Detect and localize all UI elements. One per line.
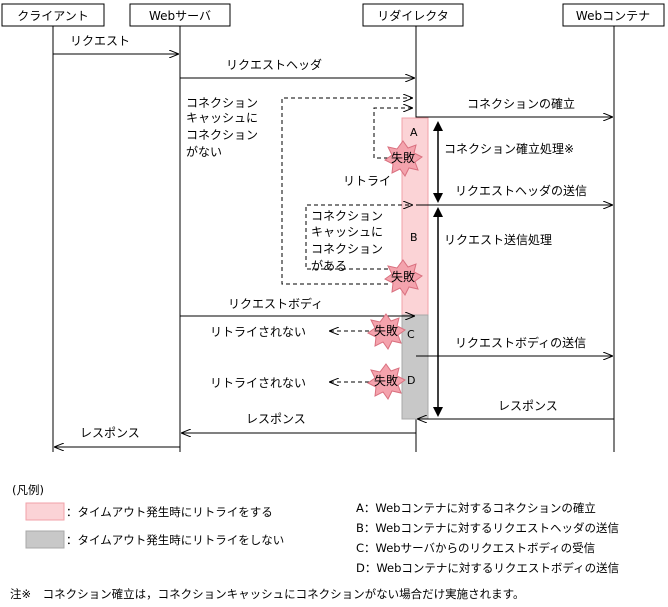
dashed-no-cache-loop	[281, 98, 412, 285]
actor-client: クライアント	[1, 3, 105, 27]
legend-no-retry-swatch	[25, 530, 65, 549]
label-header-send: リクエストヘッダの送信	[455, 183, 587, 198]
no-retry-phase-bar	[401, 314, 429, 420]
legend-c: C：Webサーバからのリクエストボディの受信	[356, 541, 595, 555]
label-request: リクエスト	[70, 34, 130, 48]
phase-d-label: D	[407, 374, 415, 387]
failure-label-4: 失敗	[374, 373, 398, 388]
failure-burst-1: 失敗	[384, 140, 423, 177]
footnote: 注※ コネクション確立は，コネクションキャッシュにコネクションがない場合だけ実施…	[10, 587, 524, 601]
actor-web-server-label: Webサーバ	[149, 9, 211, 23]
no-cache-line-1: コネクション	[186, 96, 258, 110]
label-response-webserver: レスポンス	[80, 426, 140, 440]
has-cache-line-4: がある	[311, 258, 347, 273]
has-cache-line-3: コネクション	[311, 242, 383, 256]
actor-client-label: クライアント	[17, 9, 89, 23]
legend-retry-swatch	[25, 502, 65, 521]
phase-a-label: A	[410, 126, 418, 139]
label-not-retried-c: リトライされない	[210, 325, 306, 339]
legend-retry-item: ：タイムアウト発生時にリトライをする	[66, 505, 273, 519]
label-request-body: リクエストボディ	[228, 296, 323, 311]
label-connection-established: コネクションの確立	[467, 96, 575, 111]
no-cache-line-4: がない	[186, 144, 222, 159]
phase-b-label: B	[410, 231, 418, 244]
failure-label-2: 失敗	[391, 269, 415, 284]
label-response-container: レスポンス	[498, 399, 558, 413]
legend-d: D：Webコンテナに対するリクエストボディの送信	[356, 561, 619, 575]
label-retry: リトライ	[343, 174, 391, 188]
label-request-header: リクエストヘッダ	[226, 57, 322, 72]
legend-no-retry-item: ：タイムアウト発生時にリトライをしない	[66, 533, 284, 547]
actor-web-container-label: Webコンテナ	[576, 9, 650, 23]
failure-burst-4: 失敗	[367, 363, 406, 400]
no-cache-line-2: キャッシュに	[186, 111, 258, 125]
label-response-redirector: レスポンス	[246, 412, 306, 426]
actor-redirector: リダイレクタ	[362, 3, 464, 27]
has-cache-line-2: キャッシュに	[311, 225, 383, 239]
actor-redirector-label: リダイレクタ	[377, 8, 449, 23]
phase-c-label: C	[407, 328, 415, 341]
label-not-retried-d: リトライされない	[210, 376, 306, 390]
no-cache-line-3: コネクション	[186, 128, 258, 142]
label-connection-process: コネクション確立処理※	[444, 141, 574, 156]
label-request-send-process: リクエスト送信処理	[444, 232, 552, 247]
failure-burst-3: 失敗	[367, 313, 406, 350]
label-body-send: リクエストボディの送信	[455, 335, 586, 350]
legend-b: B：Webコンテナに対するリクエストヘッダの送信	[356, 521, 619, 535]
legend-title: (凡例)	[12, 483, 44, 497]
dashed-retry-loop	[373, 108, 412, 159]
failure-burst-2: 失敗	[384, 259, 423, 296]
actor-web-server: Webサーバ	[129, 3, 231, 27]
failure-label-1: 失敗	[391, 150, 415, 165]
dashed-has-cache-loop	[305, 205, 412, 270]
legend-a: A：Webコンテナに対するコネクションの確立	[356, 501, 596, 515]
has-cache-line-1: コネクション	[311, 209, 383, 223]
actor-web-container: Webコンテナ	[562, 3, 665, 27]
failure-label-3: 失敗	[374, 323, 398, 338]
